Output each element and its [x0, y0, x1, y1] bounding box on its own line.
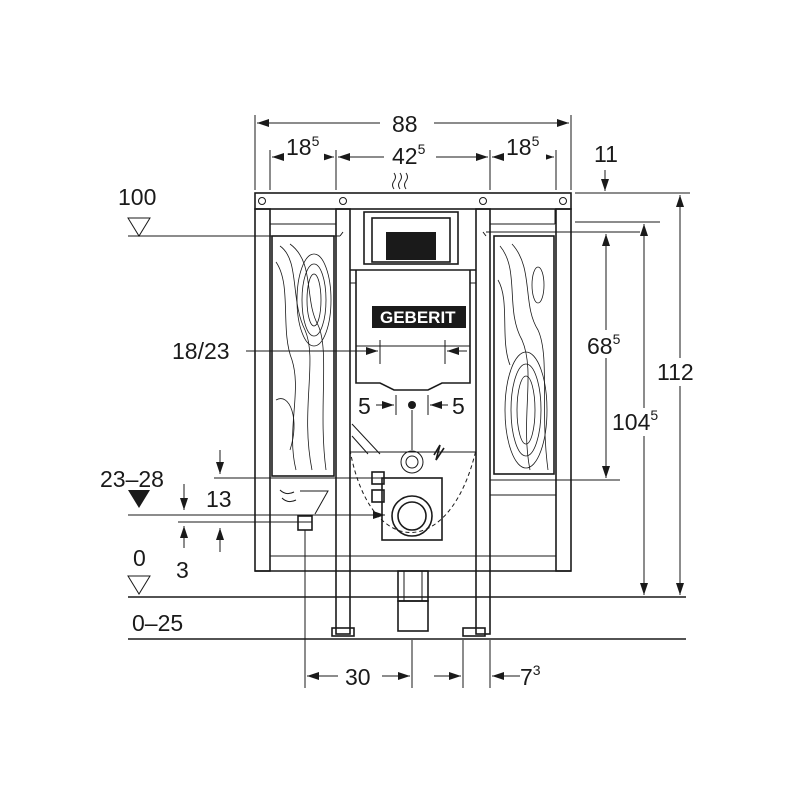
cistern: GEBERIT	[350, 211, 476, 391]
dim-overall-width: 88	[392, 111, 418, 137]
water-supply-icon	[392, 172, 408, 190]
drain-assembly	[349, 401, 477, 632]
dim-bottom-foot: 73	[520, 662, 541, 690]
brand-plate	[372, 306, 466, 328]
water-connection	[279, 489, 329, 531]
dim-frame-height: 1045	[612, 407, 658, 435]
level-triangle-icon	[127, 217, 151, 237]
installation-frame	[254, 192, 572, 637]
dim-pipe-offset-left: 5	[358, 393, 371, 419]
level-triangle-filled-icon	[128, 490, 150, 508]
dim-gap-3: 3	[176, 557, 189, 583]
dim-bottom-30: 30	[345, 664, 371, 690]
floor-triangle-icon	[127, 575, 151, 595]
dim-total-height: 112	[657, 359, 694, 385]
center-mark-icon	[408, 401, 416, 409]
dim-ref-height: 100	[118, 184, 156, 210]
dim-flush-height: 685	[587, 331, 621, 359]
dim-floor-level: 0	[133, 545, 146, 571]
dim-lateral-connection: 18/23	[172, 338, 230, 364]
wood-panel-right	[493, 235, 555, 475]
dim-floor-range: 0–25	[132, 610, 183, 636]
dim-side-right: 185	[506, 133, 540, 160]
dim-center-width: 425	[392, 141, 426, 169]
dim-side-left: 185	[286, 133, 320, 160]
dim-gap-13: 13	[206, 486, 232, 512]
dim-pipe-offset-right: 5	[452, 393, 465, 419]
dim-water-supply-range: 23–28	[100, 466, 164, 492]
dim-top-offset: 11	[594, 141, 618, 167]
wood-panel-left	[271, 235, 335, 477]
brand-label: GEBERIT	[380, 308, 456, 327]
